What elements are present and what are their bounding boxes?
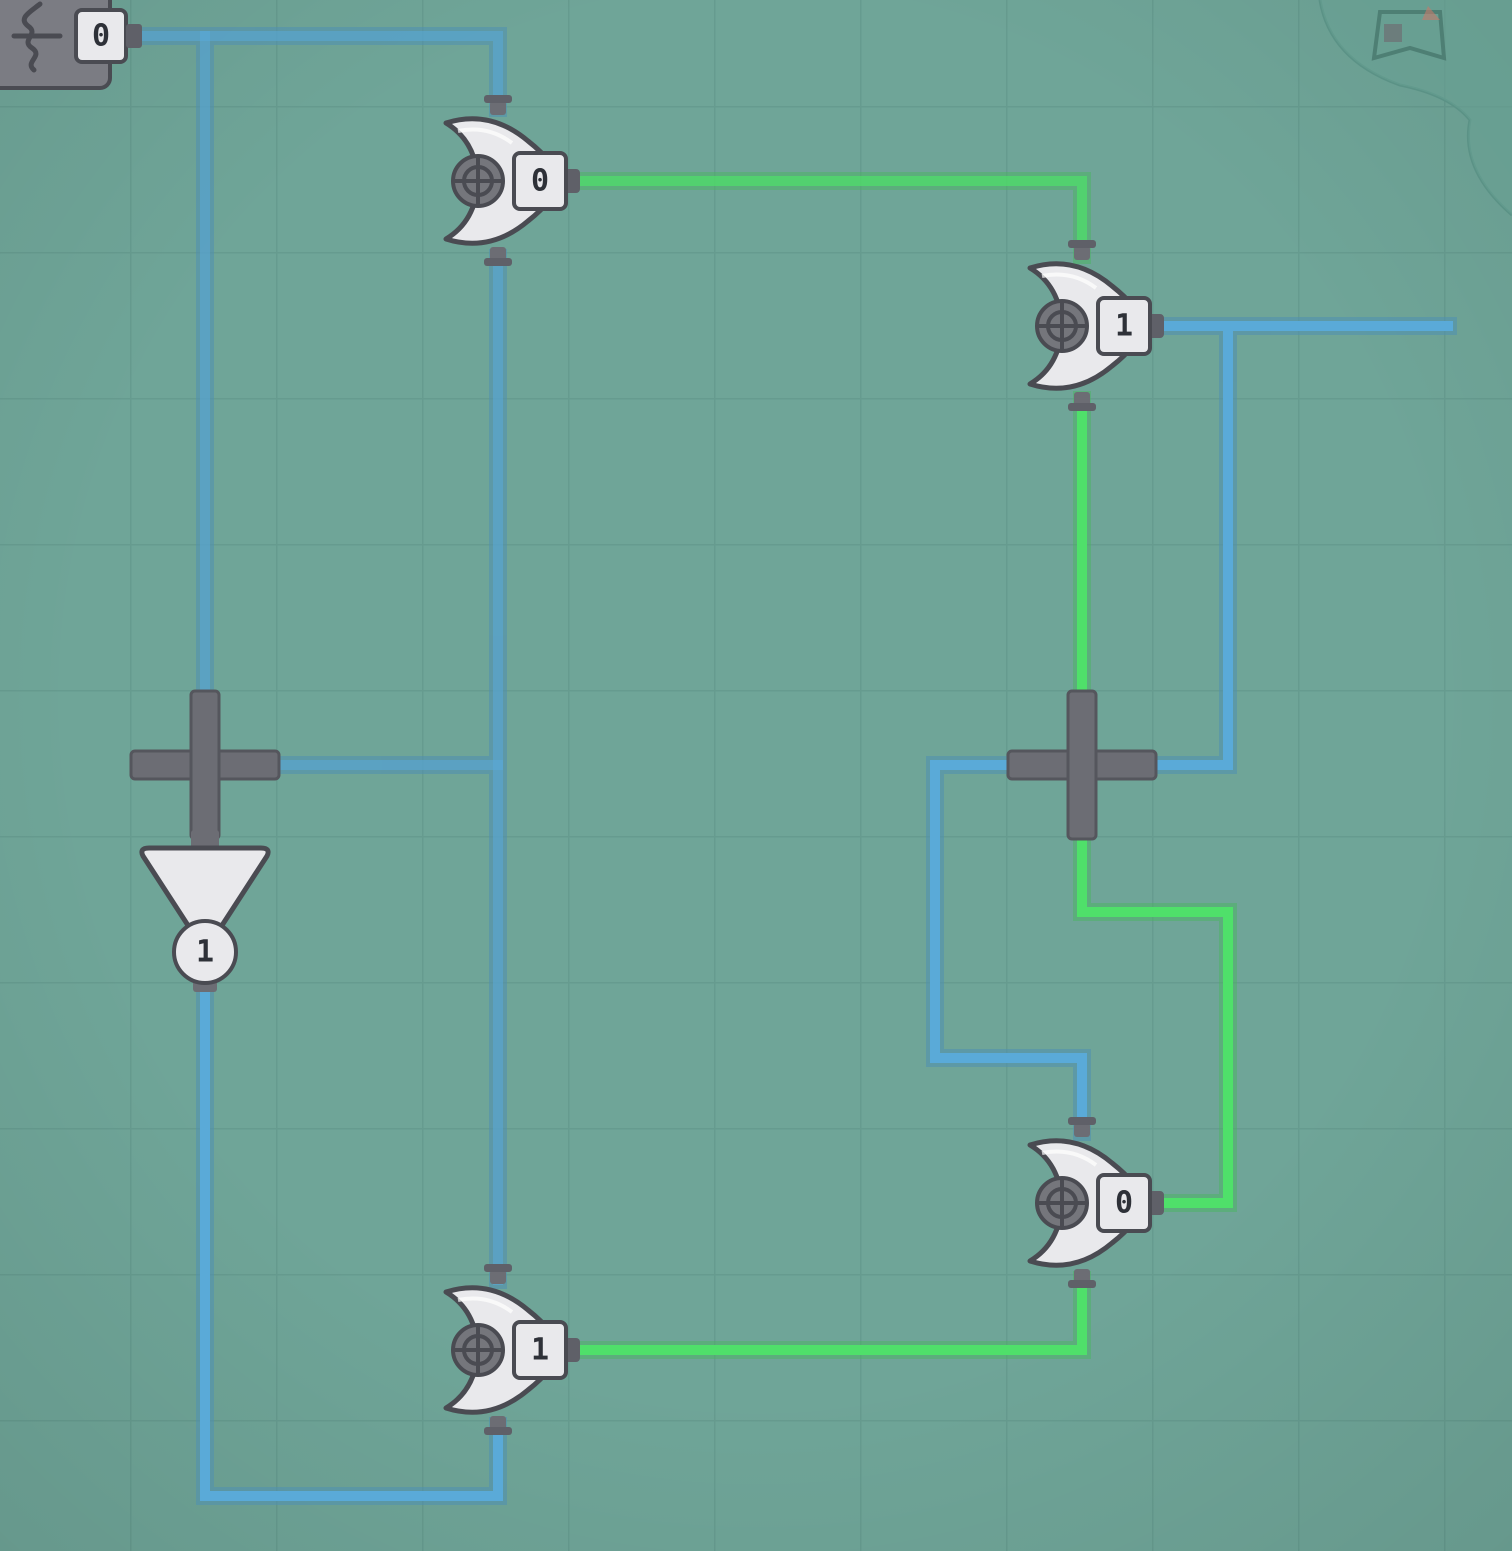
gate-right-top-value: 1 xyxy=(1115,309,1133,344)
gate-top[interactable]: 0 xyxy=(446,95,580,266)
gate-bottom-value: 1 xyxy=(531,1333,549,1368)
gate-right-top[interactable]: 1 xyxy=(1030,240,1164,411)
source-node[interactable]: 0 xyxy=(0,0,142,90)
wire-gate-top-to-gate-right-top xyxy=(565,176,1087,260)
crosshair-icon xyxy=(451,1323,505,1377)
funnel-value: 1 xyxy=(196,935,214,970)
waveform-icon xyxy=(11,1,63,73)
crossing-right[interactable] xyxy=(1006,689,1158,841)
wire-crossing-to-gate-right-bottom xyxy=(1077,830,1233,1208)
source-label: 0 xyxy=(92,19,110,54)
cross-junction-icon xyxy=(1006,689,1158,841)
gate-bottom[interactable]: 1 xyxy=(446,1264,580,1435)
crosshair-icon xyxy=(451,154,505,208)
cross-junction-icon xyxy=(129,689,281,841)
wire-gate-bottom-to-gate-right-bottom xyxy=(565,1275,1087,1355)
crosshair-icon xyxy=(1035,1176,1089,1230)
funnel-icon xyxy=(139,845,271,933)
corner-emblem-icon xyxy=(1318,0,1512,217)
crossing-left[interactable] xyxy=(129,689,281,841)
crosshair-icon xyxy=(1035,299,1089,353)
gate-right-bottom[interactable]: 0 xyxy=(1030,1117,1164,1288)
wires-on xyxy=(561,172,1237,1359)
gate-top-value: 0 xyxy=(531,164,549,199)
gate-right-bottom-value: 0 xyxy=(1115,1186,1133,1221)
wires-off xyxy=(131,27,1457,1505)
funnel-node[interactable]: 1 xyxy=(139,830,271,992)
